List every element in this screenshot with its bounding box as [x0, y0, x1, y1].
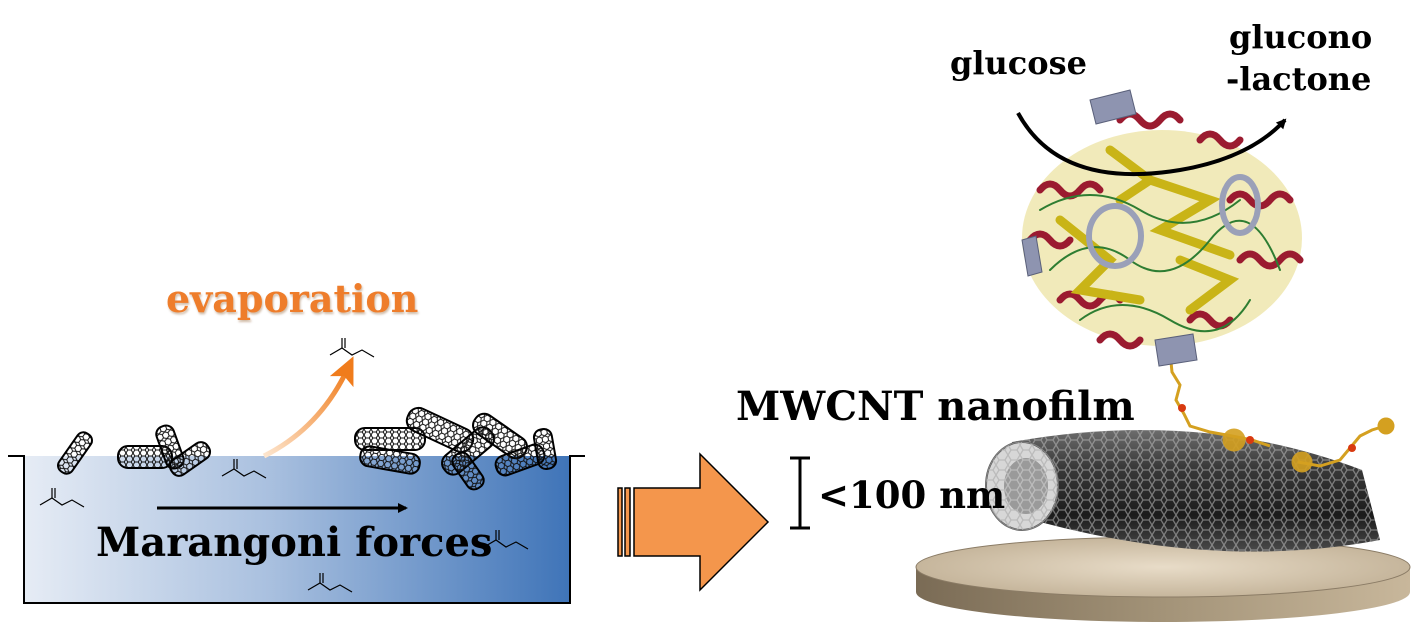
ethyl-acetate-molecule-icon: [221, 459, 267, 479]
carbon-nanotube-icon: [985, 429, 1380, 552]
glucose-oxidase-protein-icon: [1021, 89, 1304, 367]
mwcnt-nanofilm-label: MWCNT nanofilm: [736, 383, 1135, 430]
marangoni-forces-label: Marangoni forces: [96, 519, 493, 566]
scale-bar-label: <100 nm: [818, 473, 1006, 517]
reaction-arrow: [1016, 112, 1287, 177]
ethyl-acetate-molecule-icon: [307, 573, 353, 593]
process-arrow: [617, 452, 770, 592]
gluconolactone-label-line2: -lactone: [1226, 60, 1372, 98]
ethyl-acetate-molecule-icon: [39, 488, 85, 508]
gluconolactone-label-line1: glucono: [1229, 18, 1373, 56]
glucose-label: glucose: [950, 44, 1087, 82]
evaporation-arrow: [262, 356, 354, 459]
carbon-nanotube-icon: [57, 406, 558, 491]
scale-bar: [790, 456, 810, 530]
electrode-substrate: [915, 536, 1411, 622]
ethyl-acetate-molecule-icon: [483, 530, 529, 550]
pyrene-linker: [1168, 351, 1395, 473]
evaporation-label: evaporation: [166, 276, 419, 321]
ethyl-acetate-molecule-icon: [329, 338, 375, 358]
